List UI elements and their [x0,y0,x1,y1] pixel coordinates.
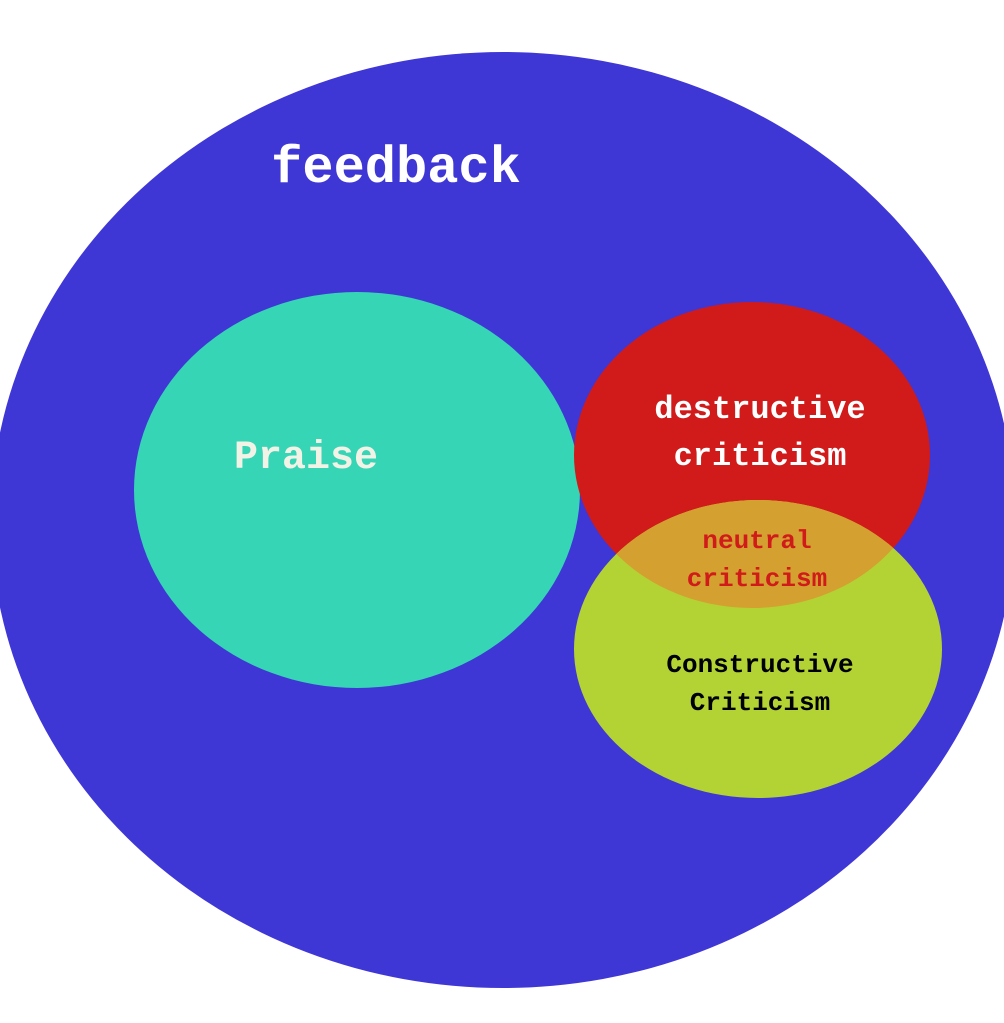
destructive-label-line1: destructive [654,391,865,428]
neutral-label-line1: neutral [702,526,811,556]
constructive-label-line1: Constructive [666,650,853,680]
praise-label: Praise [234,436,378,481]
constructive-label-line2: Criticism [690,688,830,718]
neutral-criticism-overlap [574,500,930,608]
destructive-label-line2: criticism [674,438,847,475]
feedback-label: feedback [271,139,521,198]
neutral-label-line2: criticism [687,564,827,594]
praise-set [134,292,580,688]
